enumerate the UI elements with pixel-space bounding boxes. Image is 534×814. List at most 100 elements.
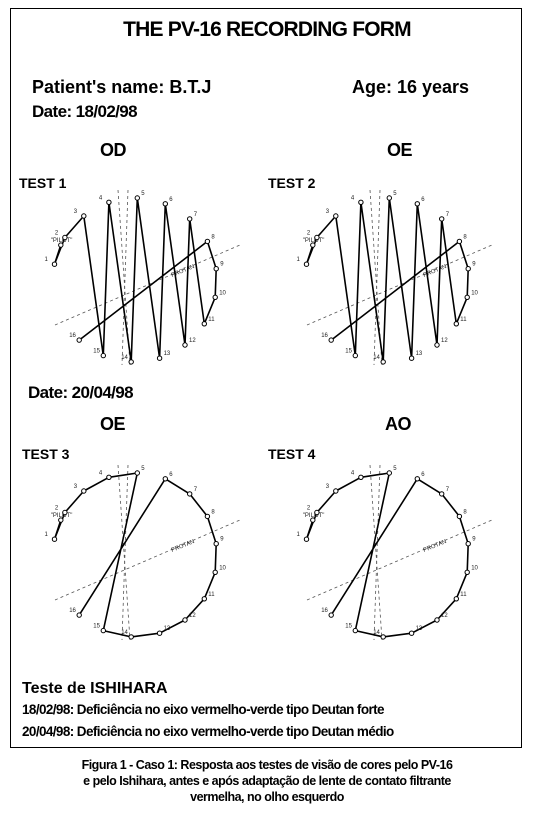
date-first: Date: 18/02/98 [32, 102, 138, 121]
pilot-label: "PILOT" [303, 513, 325, 519]
cap-marker [201, 596, 208, 602]
tritan-axis-line [373, 464, 381, 641]
cap-marker [128, 634, 134, 640]
cap-marker [358, 199, 364, 205]
cap-marker [58, 242, 64, 248]
cap-number-label: 11 [208, 317, 215, 323]
cap-number-label: 10 [471, 290, 478, 296]
ishihara-result-1: 18/02/98: Deficiência no eixo vermelho-v… [22, 702, 385, 717]
cap-marker [187, 216, 193, 222]
cap-marker [76, 337, 82, 343]
cap-number-label: 2 [55, 231, 59, 237]
cap-number-label: 16 [321, 608, 328, 614]
cap-number-label: 13 [416, 351, 423, 357]
cap-number-label: 9 [220, 262, 224, 268]
caption-line-3: vermelha, no olho esquerdo [190, 790, 344, 804]
cap-marker [134, 470, 141, 476]
cap-number-label: 2 [307, 506, 311, 512]
cap-marker [204, 238, 211, 245]
cap-marker [328, 337, 334, 343]
cap-marker [386, 195, 393, 201]
pilot-label: "PILOT" [51, 238, 73, 244]
cap-marker [464, 569, 470, 576]
cap-marker [81, 213, 87, 219]
cap-marker [51, 261, 58, 267]
cap-number-label: 6 [169, 197, 173, 203]
cap-number-label: 8 [211, 509, 215, 515]
cap-marker [100, 352, 107, 359]
cap-marker [213, 266, 219, 272]
cap-marker [380, 634, 386, 640]
caption-line-2: e pelo Ishihara, antes e após adaptação … [83, 774, 451, 788]
figure-caption: Figura 1 - Caso 1: Resposta aos testes d… [0, 757, 534, 805]
date-second: Date: 20/04/98 [28, 383, 134, 402]
cap-number-label: 4 [351, 195, 355, 201]
cap-marker [204, 513, 211, 520]
test-label-4: TEST 4 [268, 446, 316, 462]
test-label-2: TEST 2 [268, 175, 316, 191]
cap-number-label: 11 [460, 317, 467, 323]
cap-marker [386, 470, 393, 476]
pilot-label: "PILOT" [51, 513, 73, 519]
cap-number-label: 3 [326, 484, 330, 490]
cap-marker [333, 213, 339, 219]
cap-number-label: 12 [441, 613, 448, 619]
cap-marker [456, 238, 463, 245]
form-title: THE PV-16 RECORDING FORM [123, 18, 411, 41]
cap-number-label: 4 [99, 470, 103, 476]
cap-number-label: 6 [421, 472, 425, 478]
cap-number-label: 5 [141, 191, 145, 197]
caption-line-1: Figura 1 - Caso 1: Resposta aos testes d… [81, 758, 453, 772]
cap-marker [408, 630, 415, 636]
cap-number-label: 3 [74, 484, 78, 490]
cap-number-label: 3 [74, 209, 78, 215]
cap-marker [310, 242, 316, 248]
cap-marker [162, 201, 169, 207]
cap-marker [408, 355, 415, 361]
cap-number-label: 6 [169, 472, 173, 478]
cap-marker [106, 474, 112, 480]
cap-marker [81, 488, 87, 494]
cap-marker [352, 627, 359, 634]
cap-number-label: 7 [194, 487, 198, 493]
cap-marker [439, 216, 445, 222]
cap-number-label: 10 [219, 565, 226, 571]
cap-marker [100, 627, 107, 634]
test-label-3: TEST 3 [22, 446, 70, 462]
cap-number-label: 8 [211, 234, 215, 240]
cap-number-label: 15 [345, 624, 352, 630]
cap-marker [156, 630, 163, 636]
cap-marker [453, 596, 460, 602]
cap-number-label: 5 [393, 191, 397, 197]
cap-marker [76, 612, 82, 618]
cap-number-label: 14 [121, 355, 128, 361]
cap-marker [464, 294, 470, 301]
cap-number-label: 1 [297, 257, 301, 263]
cap-marker [182, 342, 188, 348]
cap-marker [58, 517, 64, 523]
cap-number-label: 5 [141, 466, 145, 472]
cap-number-label: 1 [45, 532, 49, 538]
eye-label-test3: OE [100, 414, 126, 434]
cap-marker [62, 509, 68, 516]
cap-marker [314, 509, 320, 516]
cap-marker [213, 541, 219, 547]
cap-number-label: 7 [446, 487, 450, 493]
cap-marker [128, 359, 134, 365]
cap-marker [156, 355, 163, 361]
tritan-axis-line [121, 189, 129, 366]
cap-marker [182, 617, 188, 623]
cap-marker [352, 352, 359, 359]
deutan-axis-line [117, 464, 131, 641]
patient-age: Age: 16 years [352, 77, 470, 97]
cap-number-label: 12 [189, 338, 196, 344]
cap-marker [358, 474, 364, 480]
eye-label-test4: AO [385, 414, 412, 434]
cap-number-label: 13 [164, 626, 171, 632]
cap-number-label: 12 [441, 338, 448, 344]
cap-marker [187, 491, 193, 497]
cap-marker [303, 261, 310, 267]
